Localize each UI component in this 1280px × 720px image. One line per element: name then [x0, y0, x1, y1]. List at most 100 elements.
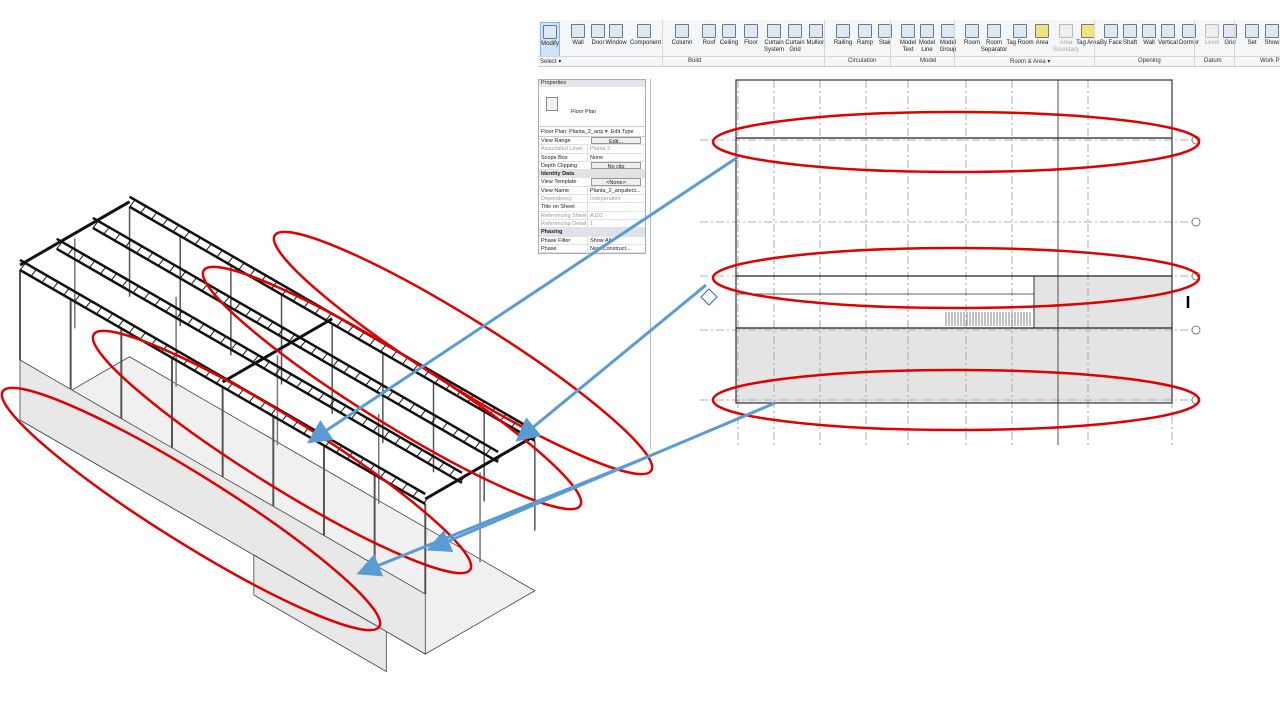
truss-web [230, 342, 238, 350]
truss-web [238, 262, 245, 271]
tool-label: Mullion [806, 40, 826, 46]
property-value[interactable]: 1 [587, 219, 645, 228]
tool-door[interactable]: Door [584, 22, 612, 47]
tool-label: By Face [1099, 40, 1122, 46]
tool-set[interactable]: Set [1238, 22, 1266, 47]
tool-grid[interactable]: Grid [1216, 22, 1244, 47]
tool-label: Model Text [899, 40, 917, 53]
tool-curtain-grid[interactable]: Curtain Grid [781, 22, 809, 54]
tool-label: Ramp [856, 40, 873, 46]
tool-dormer[interactable]: Dormer [1175, 22, 1203, 47]
truss-web [125, 239, 132, 248]
property-value[interactable]: Planta_2_arquitect... [587, 186, 645, 195]
tool-label: Window [605, 40, 627, 46]
tool-column[interactable]: Column [668, 22, 696, 47]
truss-web [354, 371, 361, 380]
tool-label: Column [671, 40, 693, 46]
tool-shaft[interactable]: Shaft [1116, 22, 1144, 47]
tool-wall[interactable]: Wall [564, 22, 592, 47]
tool-component[interactable]: Component [630, 22, 661, 47]
property-button[interactable]: <None> [591, 178, 641, 186]
tool-label: Room Separator [980, 40, 1008, 53]
tool-roof[interactable]: Roof [695, 22, 723, 47]
tool-icon [591, 24, 605, 38]
group-label: Build [688, 58, 702, 64]
truss-web [350, 411, 358, 420]
tool-ceiling[interactable]: Ceiling [715, 22, 743, 47]
truss-web [391, 350, 398, 359]
tool-room[interactable]: Room [958, 22, 986, 47]
tool-room-separator[interactable]: Room Separator [980, 22, 1008, 54]
truss-web [419, 409, 427, 418]
tool-label: Dormer [1178, 40, 1199, 46]
tool-tag-room[interactable]: Tag Room [1006, 22, 1034, 47]
truss-web [485, 447, 492, 456]
tool-railing[interactable]: Railing [829, 22, 857, 47]
tool-mullion[interactable]: Mullion [802, 22, 830, 47]
property-value[interactable]: Planta 2 [587, 145, 645, 153]
property-key: Associated Level [541, 146, 583, 153]
property-button[interactable]: No clip [591, 161, 641, 170]
property-row: Title on Sheet [539, 203, 645, 212]
tool-stair[interactable]: Stair [871, 22, 899, 47]
tool-model-text[interactable]: Model Text [894, 22, 922, 54]
tool-label: Wall [572, 40, 584, 46]
tool-floor[interactable]: Floor [737, 22, 765, 47]
property-value[interactable]: Independent [587, 195, 645, 203]
tool-window[interactable]: Window [602, 22, 630, 47]
instance-selector[interactable]: Floor Plan: Planta_2_arqı ▾ Edit Type [539, 127, 645, 137]
arrow [356, 458, 641, 577]
truss-web [408, 403, 416, 411]
truss-web [172, 224, 180, 233]
property-key: Referencing Detail [541, 220, 587, 227]
tool-level[interactable]: Level [1198, 22, 1226, 47]
tool-label: Show [1264, 40, 1280, 46]
truss-web [74, 294, 81, 302]
type-selector[interactable]: Floor Plan [539, 87, 645, 127]
tool-vertical[interactable]: Vertical [1154, 22, 1182, 47]
truss-web [449, 468, 456, 476]
tool-by-face[interactable]: By Face [1097, 22, 1125, 47]
property-value[interactable]: Show All [587, 236, 645, 244]
tool-icon [1245, 24, 1259, 38]
tool-label: Roof [702, 40, 716, 46]
truss-web [274, 367, 281, 376]
truss-web [179, 271, 187, 279]
tool-area[interactable]: Area [1028, 22, 1056, 47]
property-value[interactable]: A101 [587, 211, 645, 219]
highlight-ellipse [711, 246, 1201, 310]
truss-web [347, 325, 354, 334]
property-row: Phasing [539, 228, 645, 237]
tool-area-boundary[interactable]: Area Boundary [1052, 22, 1080, 54]
tool-wall[interactable]: Wall [1135, 22, 1163, 47]
highlight-ellipse [91, 329, 473, 575]
property-row: Identity Data [539, 170, 645, 179]
tool-model-line[interactable]: Model Line [913, 22, 941, 54]
floor-region [736, 328, 1172, 403]
truss-web [227, 256, 234, 264]
property-value[interactable]: None [587, 153, 645, 161]
truss-web [85, 300, 92, 309]
property-value[interactable] [587, 203, 645, 211]
instance-label: Floor Plan: Planta_2_arqı ▾ [541, 129, 608, 135]
edit-type-button[interactable]: Edit Type [610, 129, 634, 135]
tool-show[interactable]: Show [1258, 22, 1280, 47]
tool-label: Vertical [1158, 40, 1178, 46]
tool-curtain-system[interactable]: Curtain System [760, 22, 788, 54]
highlight-ellipse [272, 230, 654, 476]
highlight-ellipse [711, 368, 1201, 432]
truss-web [376, 384, 383, 393]
tool-label: Door [591, 40, 605, 46]
tool-label: Area Boundary [1053, 40, 1079, 53]
property-value[interactable]: New Construct... [587, 244, 645, 253]
tool-model-group[interactable]: Model Group [934, 22, 962, 54]
truss-web [241, 348, 249, 357]
truss-web [187, 317, 194, 325]
tool-modify[interactable]: Modify [540, 22, 560, 57]
truss-web [288, 334, 296, 342]
floor-plan-icon [546, 97, 558, 111]
tool-icon [1223, 24, 1237, 38]
tool-ramp[interactable]: Ramp [851, 22, 879, 47]
property-button[interactable]: Edit... [591, 137, 641, 145]
truss-web [438, 462, 445, 470]
